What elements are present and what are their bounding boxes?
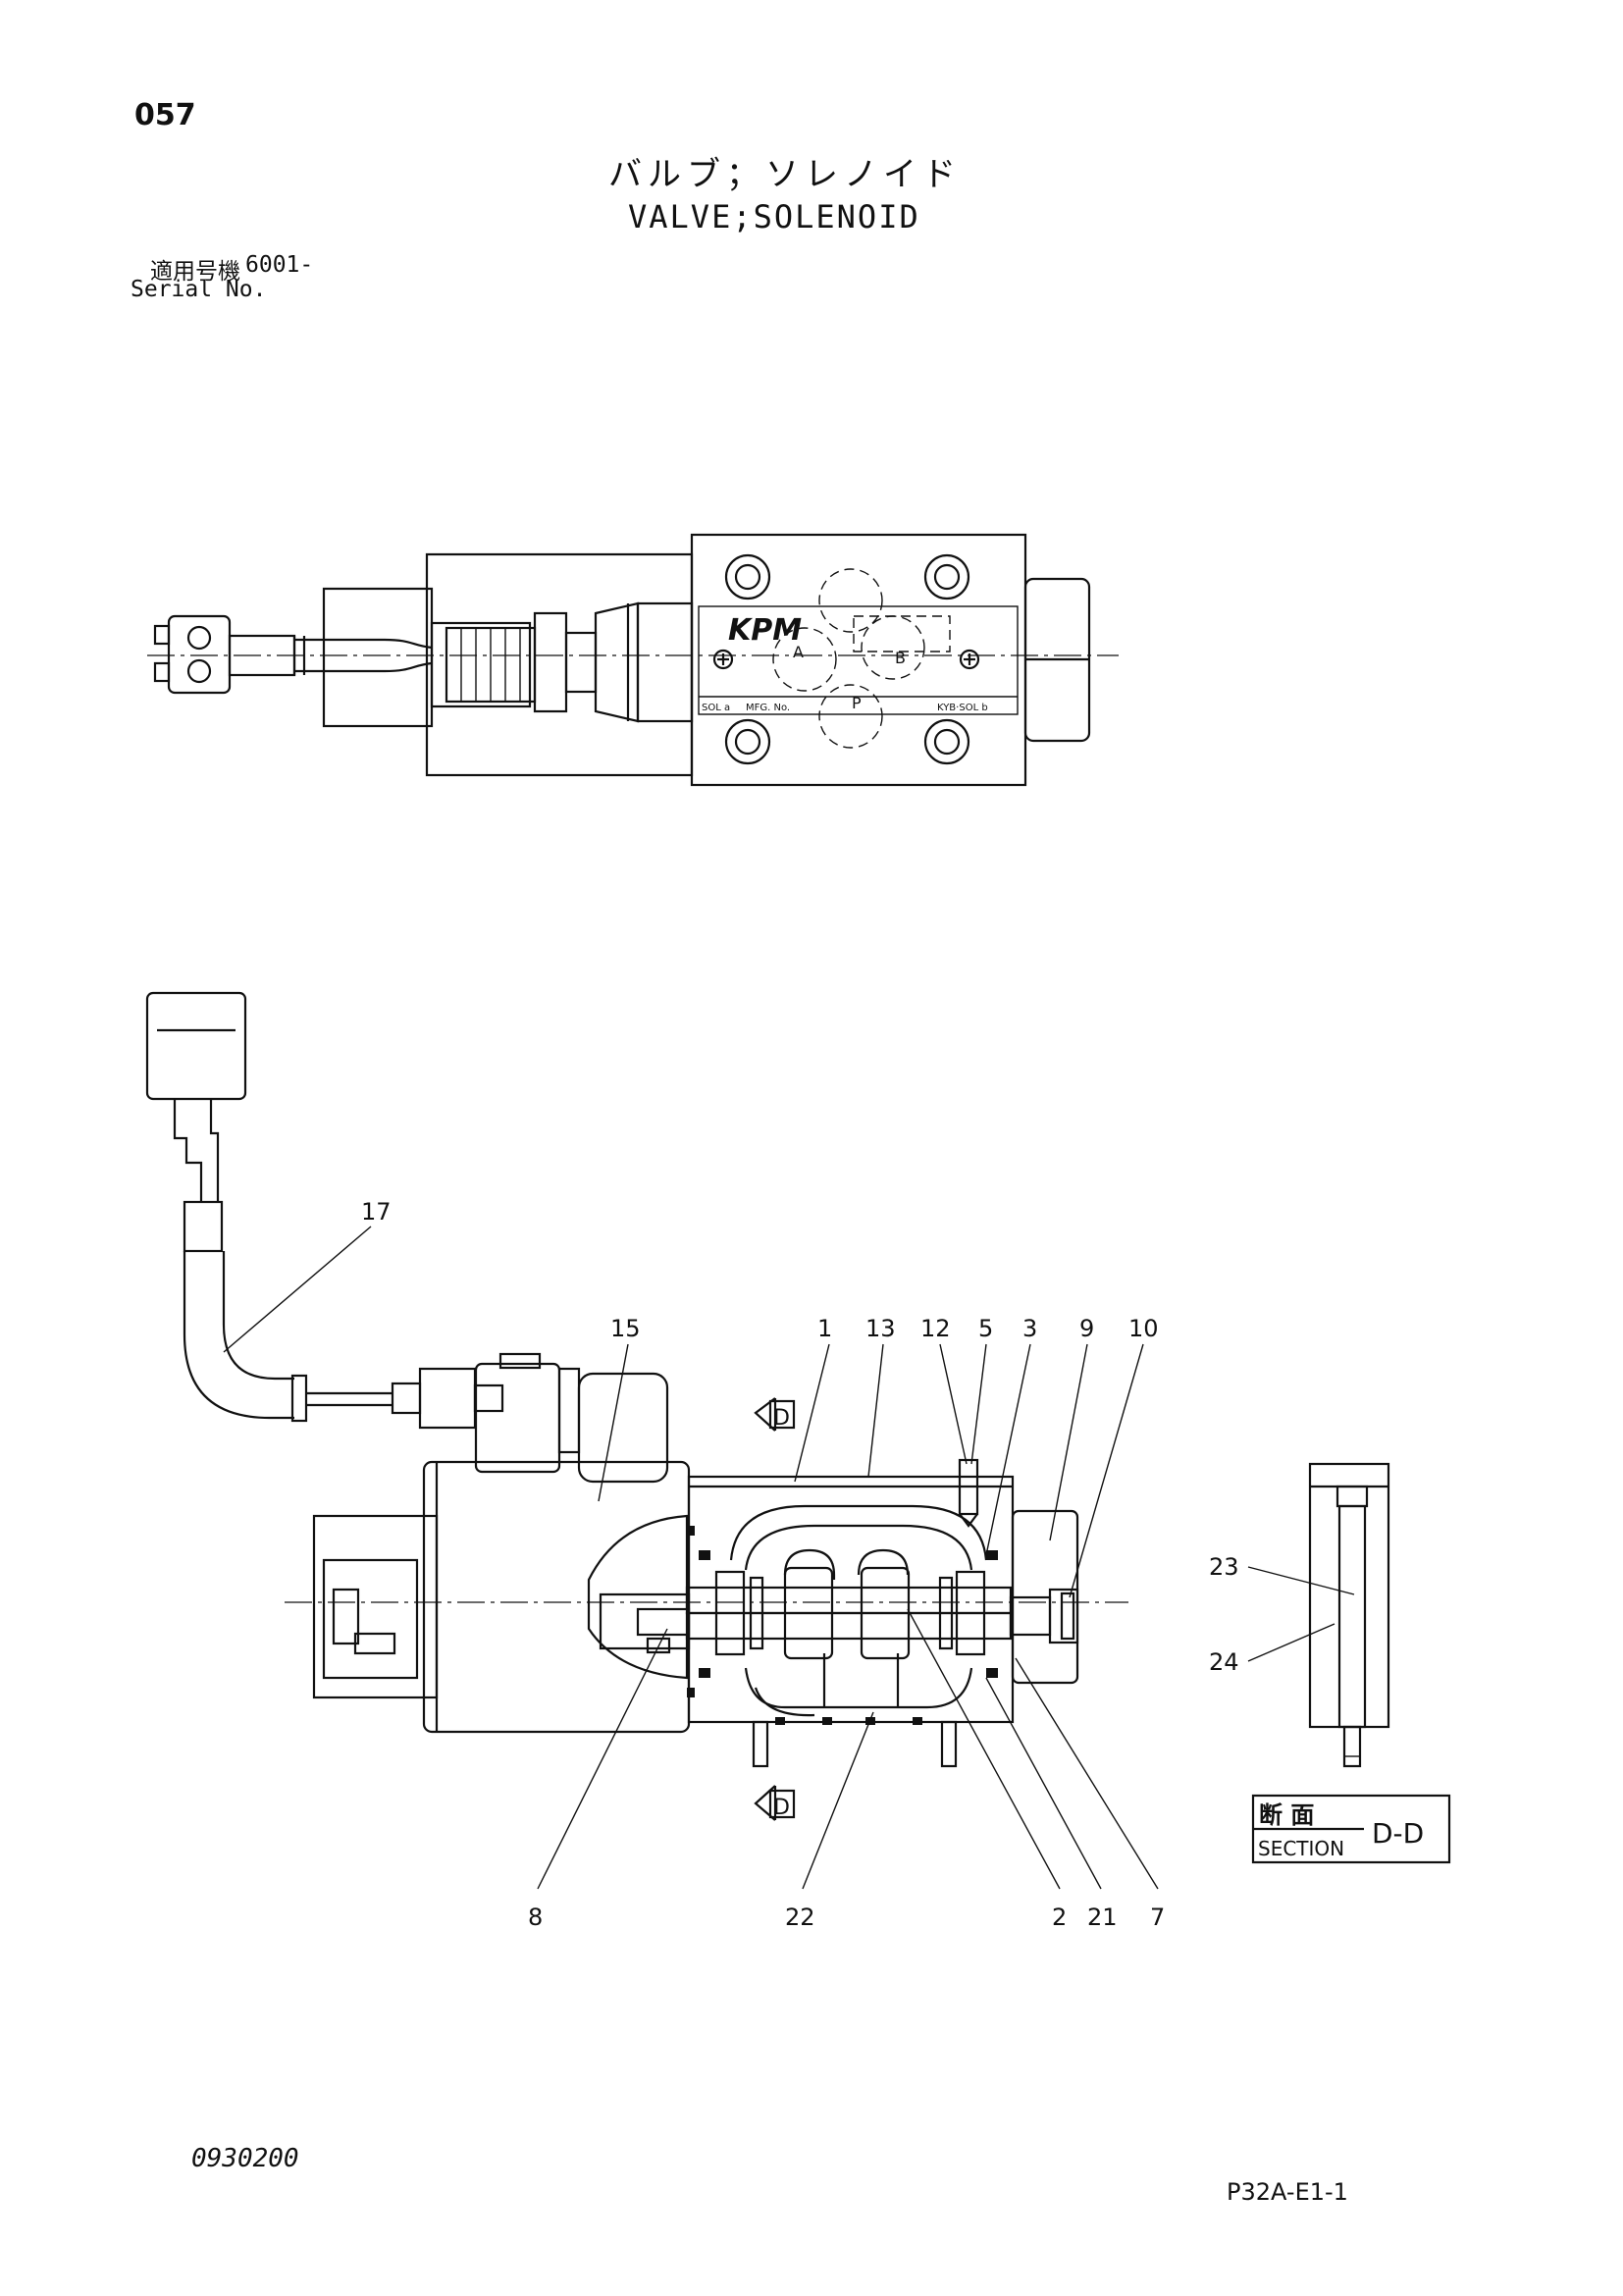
port-p-label: P	[852, 694, 862, 712]
plate-right: KYB·SOL b	[937, 703, 988, 713]
callout-1: 1	[817, 1315, 832, 1342]
port-b-label: B	[895, 649, 906, 667]
callout-leaders	[223, 1226, 1355, 1890]
sheet-code: P32A-E1-1	[1227, 2178, 1348, 2206]
page-number: 057	[134, 98, 196, 132]
callout-17: 17	[361, 1198, 392, 1226]
plate-mfg: MFG. No.	[746, 703, 790, 713]
port-a-label: A	[793, 643, 804, 661]
callout-10: 10	[1128, 1315, 1159, 1342]
section-marker-top: D	[773, 1406, 790, 1431]
callout-23: 23	[1209, 1553, 1239, 1581]
callout-2: 2	[1052, 1904, 1067, 1931]
section-label-en: SECTION	[1258, 1837, 1344, 1860]
plate-sol-a: SOL a	[702, 703, 730, 713]
callout-9: 9	[1079, 1315, 1094, 1342]
callout-5: 5	[978, 1315, 993, 1342]
brand-logo: KPM	[728, 613, 802, 648]
callout-22: 22	[785, 1904, 815, 1931]
callout-24: 24	[1209, 1648, 1239, 1676]
callout-13: 13	[865, 1315, 896, 1342]
section-id: D-D	[1372, 1817, 1424, 1850]
callout-15: 15	[610, 1315, 641, 1342]
title-japanese: バルブ；ソレノイド	[608, 155, 962, 194]
section-label-ja: 断 面	[1259, 1801, 1314, 1829]
serial-value: 6001-	[245, 252, 314, 278]
callout-12: 12	[920, 1315, 951, 1342]
callout-7: 7	[1150, 1904, 1165, 1931]
title-english: VALVE;SOLENOID	[628, 198, 920, 235]
section-dd-view: 断 面 SECTION D-D	[1251, 1462, 1451, 1864]
serial-label-english: Serial No.	[131, 277, 267, 302]
callout-numbers: 17 15 1 13 12 5 3 9 10 23 24 8 22 2 21 7	[361, 1198, 1239, 1931]
document-code: 0930200	[191, 2144, 299, 2173]
top-view: KPM A B P SOL a MFG. No. KYB·SOL b	[147, 533, 1119, 787]
callout-3: 3	[1022, 1315, 1037, 1342]
section-marker-bottom: D	[773, 1796, 790, 1820]
section-view: D D	[145, 991, 1128, 1821]
callout-8: 8	[528, 1904, 543, 1931]
callout-21: 21	[1087, 1904, 1118, 1931]
serial-label-japanese: 適用号機	[150, 259, 240, 285]
